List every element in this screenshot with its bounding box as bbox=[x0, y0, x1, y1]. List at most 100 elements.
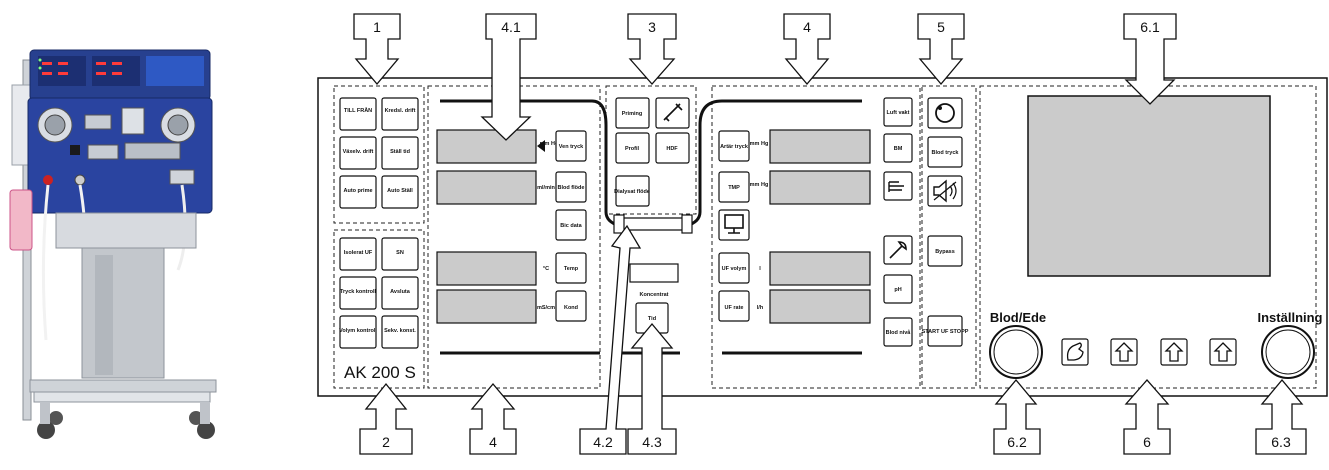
button-volym-kontroll[interactable]: Volym kontroll bbox=[339, 316, 377, 348]
unit-label: mm Hg bbox=[750, 182, 769, 188]
model-label: AK 200 S bbox=[344, 363, 416, 382]
knob-installning[interactable] bbox=[1262, 326, 1314, 378]
button-temp[interactable]: Temp bbox=[556, 253, 586, 283]
button-label: Luft vakt bbox=[887, 110, 910, 116]
button-kond[interactable]: Kond bbox=[556, 291, 586, 321]
callout-label-4-1: 4.1 bbox=[501, 19, 521, 35]
button-monitor[interactable] bbox=[719, 210, 749, 240]
button-label: BM bbox=[894, 146, 903, 152]
button-bm[interactable]: BM bbox=[884, 134, 912, 162]
button-hdf[interactable]: HDF bbox=[656, 133, 689, 163]
button-label: HDF bbox=[666, 146, 678, 152]
callout-label-6-1: 6.1 bbox=[1140, 19, 1160, 35]
button-label: Växelv. drift bbox=[343, 149, 374, 155]
button-till-fran[interactable]: TILL FRÅN bbox=[340, 98, 376, 130]
button-kredsl-drift[interactable]: Kredsl. drift bbox=[382, 98, 418, 130]
button-stall-tid[interactable]: Ställ tid bbox=[382, 137, 418, 169]
button-profil[interactable]: Profil bbox=[616, 133, 649, 163]
button-label: Sekv. konst. bbox=[384, 328, 416, 334]
button-sekv-konst[interactable]: Sekv. konst. bbox=[382, 316, 418, 348]
button-service[interactable] bbox=[884, 236, 912, 264]
unit-label: mm Hg bbox=[750, 141, 769, 147]
knob-right-title: Inställning bbox=[1258, 310, 1323, 325]
button-label: Kredsl. drift bbox=[385, 108, 416, 114]
button-label: TILL FRÅN bbox=[344, 107, 372, 114]
button-label: Ställ tid bbox=[390, 149, 410, 155]
section-4-left: mm Hg Ven tryck ml/min Blod flöde Bic da… bbox=[537, 131, 586, 321]
button-label: Tid bbox=[648, 316, 656, 322]
button-up-3[interactable] bbox=[1210, 339, 1236, 365]
button-up-2[interactable] bbox=[1161, 339, 1187, 365]
callout-label-6-3: 6.3 bbox=[1271, 434, 1291, 450]
button-hand-adjust[interactable] bbox=[1062, 339, 1088, 365]
button-start-uf-stopp[interactable]: START UF STOPP bbox=[922, 316, 969, 346]
button-luft-vakt[interactable]: Luft vakt bbox=[884, 98, 912, 126]
button-label: Bypass bbox=[935, 249, 955, 255]
button-up-1[interactable] bbox=[1111, 339, 1137, 365]
button-alarm-mute[interactable] bbox=[928, 176, 962, 206]
button-label: Kond bbox=[564, 305, 578, 311]
button-label: Blod nivå bbox=[886, 329, 912, 336]
button-label: Avsluta bbox=[390, 289, 411, 295]
button-auto-stall[interactable]: Auto Ställ bbox=[382, 176, 418, 208]
callout-label-2: 2 bbox=[382, 434, 390, 450]
button-tmp[interactable]: TMP bbox=[719, 172, 749, 202]
button-label: Profil bbox=[625, 146, 640, 152]
section-5-buttons: Blod tryck Bypass START UF STOPP bbox=[922, 98, 969, 346]
button-label: Artär tryck bbox=[720, 144, 749, 150]
button-ven-tryck[interactable]: Ven tryck bbox=[556, 131, 586, 161]
callout-label-6-2: 6.2 bbox=[1007, 434, 1027, 450]
button-pump[interactable] bbox=[928, 98, 962, 128]
button-label: Temp bbox=[564, 266, 579, 272]
button-vaxelv-drift[interactable]: Växelv. drift bbox=[340, 137, 376, 169]
button-label: Blod flöde bbox=[558, 185, 585, 191]
koncentrat-label: Koncentrat bbox=[639, 292, 668, 298]
button-priming[interactable]: Priming bbox=[616, 98, 649, 128]
section-1-buttons: TILL FRÅN Kredsl. drift Växelv. drift St… bbox=[340, 98, 418, 208]
callout-label-6: 6 bbox=[1143, 434, 1151, 450]
knob-blod-ede[interactable] bbox=[990, 326, 1042, 378]
button-label: pH bbox=[894, 287, 901, 293]
button-tryck-kontroll[interactable]: Tryck kontroll bbox=[340, 277, 377, 309]
button-label: Volym kontroll bbox=[339, 328, 377, 334]
button-bypass[interactable]: Bypass bbox=[928, 236, 962, 266]
button-hand[interactable] bbox=[884, 172, 912, 200]
unit-label: °C bbox=[543, 266, 549, 272]
button-label: Blod tryck bbox=[932, 150, 960, 156]
button-isolerat-uf[interactable]: Isolerat UF bbox=[340, 238, 376, 270]
button-uf-volym[interactable]: UF volym bbox=[719, 253, 749, 283]
button-label: Tryck kontroll bbox=[340, 289, 377, 295]
unit-label: ml/min bbox=[537, 185, 555, 191]
button-blod-tryck[interactable]: Blod tryck bbox=[928, 137, 962, 167]
button-label: Auto prime bbox=[343, 188, 372, 194]
button-artar-tryck[interactable]: Artär tryck bbox=[719, 131, 749, 161]
unit-label: mS/cm bbox=[537, 305, 555, 311]
button-syringe[interactable] bbox=[656, 98, 689, 128]
button-avsluta[interactable]: Avsluta bbox=[382, 277, 418, 309]
button-blod-niva[interactable]: Blod nivå bbox=[884, 318, 912, 346]
button-label: Ven tryck bbox=[559, 144, 584, 150]
koncentrat-display bbox=[630, 264, 678, 282]
button-label: SN bbox=[396, 250, 404, 256]
callout-label-4-2: 4.2 bbox=[593, 434, 613, 450]
button-blod-flode[interactable]: Blod flöde bbox=[556, 172, 586, 202]
button-label: UF rate bbox=[725, 305, 744, 311]
button-sn[interactable]: SN bbox=[382, 238, 418, 270]
main-screen-6-1 bbox=[1028, 96, 1270, 276]
callout-label-1: 1 bbox=[373, 19, 381, 35]
section-3-buttons: Priming Profil HDF Dialysat flöde bbox=[614, 98, 689, 206]
button-label: START UF STOPP bbox=[922, 329, 969, 335]
button-ph[interactable]: pH bbox=[884, 275, 912, 303]
button-auto-prime[interactable]: Auto prime bbox=[340, 176, 376, 208]
button-label: Priming bbox=[622, 111, 642, 117]
button-uf-rate[interactable]: UF rate bbox=[719, 291, 749, 321]
knob-left-title: Blod/Ede bbox=[990, 310, 1046, 325]
section-2-buttons: Isolerat UF SN Tryck kontroll Avsluta Vo… bbox=[339, 238, 418, 348]
button-label: TMP bbox=[728, 185, 740, 191]
button-label: Isolerat UF bbox=[344, 250, 373, 256]
callout-label-4-top: 4 bbox=[803, 19, 811, 35]
button-dialysat-flode[interactable]: Dialysat flöde bbox=[614, 176, 650, 206]
callout-label-4-bottom: 4 bbox=[489, 434, 497, 450]
button-bic-data[interactable]: Bic data bbox=[556, 210, 586, 240]
